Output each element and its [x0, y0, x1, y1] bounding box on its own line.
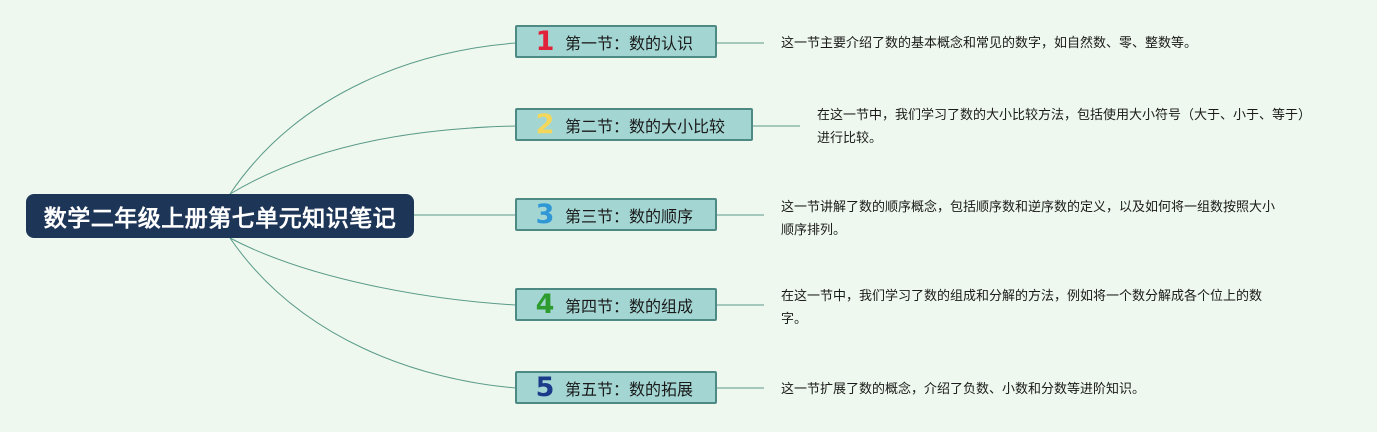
- section-title-5: 第五节：数的拓展: [565, 379, 694, 399]
- section-note-3: 这一节讲解了数的顺序概念，包括顺序数和逆序数的定义，以及如何将一组数按照大小顺序…: [781, 200, 1276, 238]
- section-note-1: 这一节主要介绍了数的基本概念和常见的数字，如自然数、零、整数等。: [781, 36, 1198, 51]
- section-node-4[interactable]: 4 第四节：数的组成: [515, 288, 717, 321]
- section-number-2: 2: [535, 109, 555, 140]
- section-node-5[interactable]: 5 第五节：数的拓展: [515, 371, 717, 404]
- section-title-1: 第一节：数的认识: [565, 33, 694, 53]
- section-title-2: 第二节：数的大小比较: [565, 116, 726, 136]
- root-link-4: [229, 237, 517, 306]
- root-link-5: [229, 237, 517, 389]
- section-number-1: 1: [535, 26, 555, 57]
- section-node-3[interactable]: 3 第三节：数的顺序: [515, 198, 717, 231]
- root-topic[interactable]: 数学二年级上册第七单元知识笔记: [26, 194, 414, 238]
- section-number-4: 4: [535, 289, 555, 320]
- root-link-2: [229, 125, 517, 195]
- section-number-3: 3: [535, 199, 555, 230]
- root-topic-label: 数学二年级上册第七单元知识笔记: [43, 206, 397, 232]
- root-link-1: [229, 42, 517, 195]
- section-number-5: 5: [535, 372, 555, 403]
- section-node-2[interactable]: 2 第二节：数的大小比较: [515, 108, 753, 141]
- section-note-5: 这一节扩展了数的概念，介绍了负数、小数和分数等进阶知识。: [781, 382, 1146, 397]
- section-note-4: 在这一节中，我们学习了数的组成和分解的方法，例如将一个数分解成各个位上的数字。: [781, 289, 1263, 327]
- section-title-3: 第三节：数的顺序: [565, 206, 694, 226]
- section-note-2: 在这一节中，我们学习了数的大小比较方法，包括使用大小符号（大于、小于、等于）进行…: [817, 108, 1305, 146]
- section-node-1[interactable]: 1 第一节：数的认识: [515, 25, 717, 58]
- section-title-4: 第四节：数的组成: [565, 296, 694, 316]
